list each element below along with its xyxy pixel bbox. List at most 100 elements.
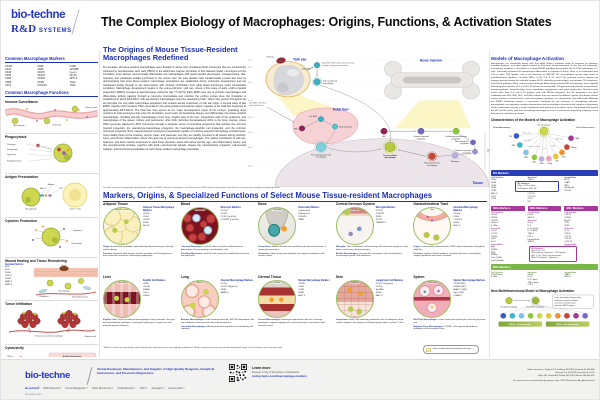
origins-heading: The Origins of Mouse Tissue-Resident Mac… [103, 45, 238, 62]
marker-item: CD80 [37, 64, 44, 68]
wheel-label-mhem: Mhem [571, 147, 577, 149]
m2-block-heading: Secreted [527, 220, 537, 223]
macrophage-label: Macrophage [58, 291, 70, 293]
brand-name: ExosomeDx™ [168, 387, 185, 390]
activation-heading: Models of Macrophage Activation [491, 56, 565, 61]
marker-item: Lyve-1 [69, 70, 77, 74]
m1-marker-item: TLR4 [491, 198, 497, 201]
organ-name: Adipose Tissue [103, 202, 128, 206]
tissue-mound [274, 138, 489, 187]
fibroblast [82, 286, 92, 290]
m1-marker-item: CD68 [491, 184, 497, 187]
organ-block: Langerhans Cells: Self-renewing epiderma… [336, 319, 410, 325]
m2-marker-item: IL-10 (high) [527, 227, 539, 230]
fetal-liver-shape [292, 107, 359, 145]
marker-item: CD11b [143, 213, 150, 215]
organ-marker-heading: Osteoclast Markers [298, 207, 320, 209]
organ-name: Blood [180, 202, 191, 206]
timeline-tick: E8.5 [248, 82, 252, 84]
marker-item: CD207 (Langerin) [375, 283, 394, 286]
stimulus-label: IL-10 [542, 148, 546, 150]
copyright-line: For research use or manufacturing purpos… [513, 379, 595, 382]
marker-item: CD206 [37, 77, 45, 81]
function-title: Antigen Presentation [5, 175, 39, 180]
yolk-annotation-2: through a monocyte intermediate [322, 64, 348, 67]
wheel-label-tam: TAM [575, 137, 579, 140]
m2-marker-item: CD206 [491, 216, 498, 219]
factor-item: PDGF [5, 272, 12, 275]
m2d-marker-item: VEGF [527, 273, 534, 276]
organ-block-text: Monocyte-replenished cells that scavenge… [258, 319, 325, 327]
macrophage-cell [11, 117, 19, 125]
cytokine-production-illustration: Cytokines Chemokines [32, 225, 82, 249]
organ-block-heading: Border Macrophages: [335, 252, 359, 255]
m2d-marker-item: IL-10 [527, 276, 533, 279]
monocyte-label: Monocyte [53, 124, 63, 127]
late-emp-label: Late EMP [309, 115, 318, 118]
tnf-label: TNF-α [7, 356, 14, 357]
brand-name: R&D Systems™ [43, 387, 62, 390]
wheel-label-m2b: M2b [524, 157, 528, 159]
marker-item: Clec4F [143, 286, 150, 289]
marker-item: CX3CR1 [453, 218, 463, 221]
organ-name: Spleen [413, 275, 425, 279]
m2-marker-item: TLR8 [564, 224, 570, 227]
wheel-label-m1: M1 [509, 136, 512, 138]
m1-column-heading: Intracellular [564, 177, 577, 180]
organ-panel: Spleen White pulp Splenic Macrophage Mar… [413, 275, 487, 345]
marker-item: CD16 [5, 70, 12, 74]
adcc-panel [48, 352, 97, 357]
organ-block-heading: Patrolling Monocytes: [180, 252, 204, 255]
m2d-column: Cell Surface CD206 (low)IL-4Rα [491, 271, 525, 287]
m1-header-bar: M1 Markers [491, 170, 598, 176]
vessel-label: Blood vessel [85, 336, 97, 337]
proinflammatory-label: Proinflammatory [493, 126, 511, 129]
m2-marker-item: MerTK [564, 219, 571, 222]
reference-line: Select references: Ginhoux F & Guilliams… [527, 369, 595, 371]
m2d-column-heading: Secreted [527, 271, 537, 274]
marker-item: F4/80 [298, 292, 304, 295]
organ-marker-heading: Monocyte Markers [220, 207, 241, 209]
organ-name: Bone [258, 202, 267, 206]
cmp-label-1: Common myeloid [414, 136, 429, 138]
m2-inducer-line: M2b: Immune complexes + TLR ligands [531, 252, 566, 255]
marker-item: MHC II [298, 295, 305, 298]
antigen-label: Antigen [48, 183, 55, 186]
marker-item: CD11b [453, 213, 461, 215]
m1-marker-item: iNOS [564, 179, 570, 182]
center-column: The Origins of Mouse Tissue-Resident Mac… [101, 44, 489, 359]
placenta-shape [276, 57, 286, 64]
activation-body-text: Macrophages are remarkably plastic cells… [491, 62, 598, 116]
organ-block-heading: Interstitial Macrophages: [180, 325, 207, 328]
wheel-cell-m4 [553, 153, 559, 160]
organ-panel: Adipose Tissue Crown-like structure Adip… [103, 202, 177, 272]
m2-marker-item: CD209 [491, 219, 498, 222]
m2-header-bar: M2a Markers [491, 205, 525, 212]
m2d-column-heading: Cell Surface [491, 271, 504, 274]
timeline-tick: E9.5 [248, 100, 252, 102]
m2d-marker-item: CD206 (low) [491, 273, 503, 276]
diagram-caption: Timeline of mouse macrophage development… [103, 187, 281, 189]
m2-block-heading: Secreted [491, 228, 500, 231]
timeline-tick: E6.5 [248, 60, 252, 62]
marker-item: CD11b [220, 210, 228, 213]
m2-like-bar [545, 320, 590, 327]
markers-footnote: *Markers shown are commonly used to iden… [103, 347, 283, 349]
organ-illustration-label: Epidermis [349, 282, 360, 284]
gmp-cell [452, 127, 460, 135]
cmp-cell [417, 127, 425, 135]
column-divider-left [99, 51, 100, 357]
m2-marker-item: Fizz1 (Retnla) [491, 259, 504, 262]
hsc-cell [380, 127, 388, 135]
activated-macrophage-cell [531, 296, 540, 304]
organ-panel: Lung Alveoli Alveolar Macrophage Markers… [180, 275, 255, 345]
function-tumor-infiltration: Tumor Infiltration Tumor-associated macr… [5, 299, 98, 343]
qr-code [229, 364, 247, 382]
marker-item: CD11b [298, 283, 305, 286]
